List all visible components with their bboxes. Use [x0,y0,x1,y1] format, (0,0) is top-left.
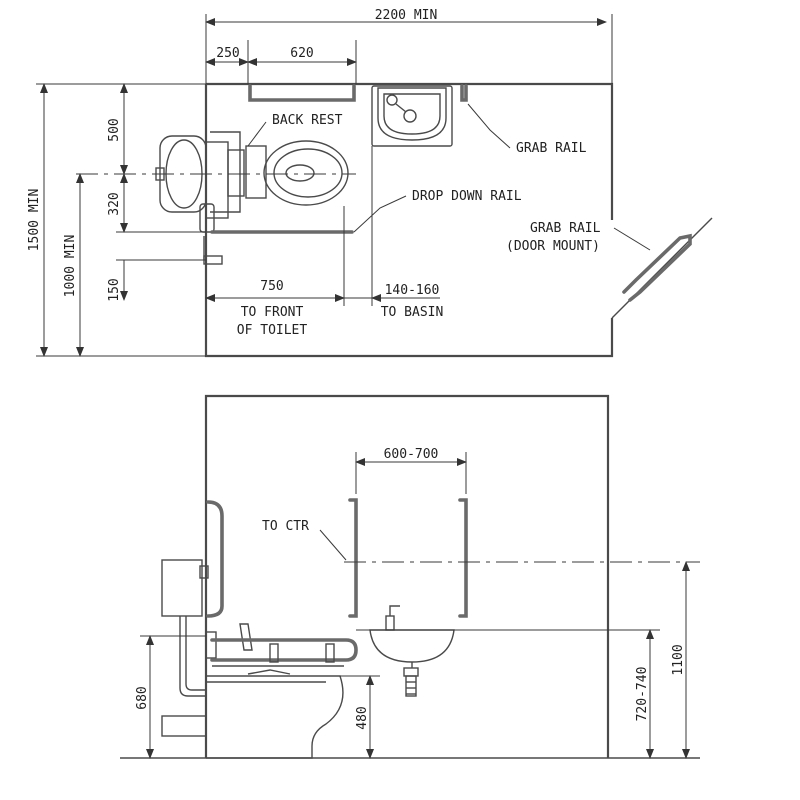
label-to-front: TO FRONT [241,305,304,320]
label-back-rest: BACK REST [272,113,343,128]
leader-back-rest [247,121,267,147]
label-grab-rail: GRAB RAIL [516,141,587,156]
dim-620: 620 [290,46,313,61]
label-to-ctr: TO CTR [262,519,309,534]
dim-150: 150 [107,278,122,301]
plan-drop-down-rail [199,203,354,265]
dim-1100: 1100 [671,644,686,675]
elevation-view: 600-700 TO CTR [120,394,700,759]
dim-480: 480 [355,706,370,729]
basin-grab-rail-left [348,498,358,618]
dim-680: 680 [135,686,150,709]
label-door-mount: (DOOR MOUNT) [506,239,600,254]
leader-to-ctr [319,529,347,561]
label-to-basin: TO BASIN [381,305,444,320]
plan-basin [371,85,453,147]
elevation-toilet-pan [206,669,344,759]
plan-door-swing [611,217,713,319]
dim-overall-depth: 1500 MIN [27,189,42,252]
plan-view: 2200 MIN 250 620 GRAB RAIL [27,8,713,358]
wall-grab-rail-vertical [206,500,224,618]
dim-600-700: 600-700 [384,447,439,462]
label-grab-rail-door: GRAB RAIL [530,221,601,236]
plan-top-grab-rail [248,84,356,102]
plan-door-grab-rail [622,233,692,302]
dim-720-740: 720-740 [635,667,650,722]
plan-toilet [205,131,349,219]
dim-320: 320 [107,192,122,215]
leader-grab-rail [467,103,511,149]
dim-basin-gap: 140-160 [385,283,440,298]
dim-500: 500 [107,118,122,141]
leader-drop-down-rail [353,195,407,233]
label-drop-down-rail: DROP DOWN RAIL [412,189,522,204]
elevation-drop-down-rail [205,623,358,667]
basin-grab-rail-right [458,498,468,618]
dim-250: 250 [216,46,239,61]
dim-overall-width: 2200 MIN [375,8,438,23]
elevation-cistern [161,559,209,737]
elevation-basin [369,605,455,697]
dim-750: 750 [260,279,283,294]
elevation-wall-outline [204,394,610,758]
plan-basin-grab-rail [460,84,468,102]
label-of-toilet: OF TOILET [237,323,308,338]
dim-depth-1000: 1000 MIN [63,235,78,298]
leader-door-rail [613,227,651,251]
